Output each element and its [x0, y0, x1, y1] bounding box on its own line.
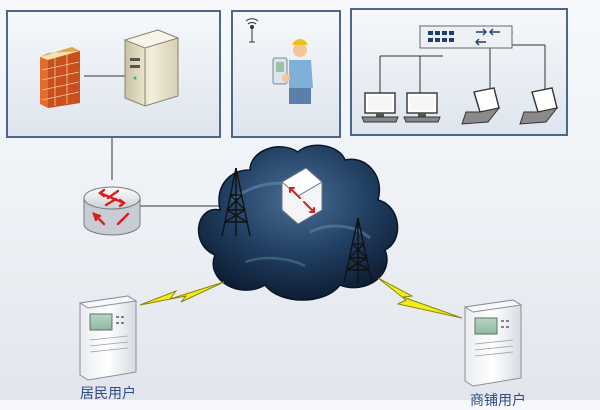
router-icon	[83, 186, 141, 236]
lightning-link-icon	[377, 277, 463, 319]
commercial-user-label: 商铺用户	[470, 393, 526, 409]
lightning-link-icon	[139, 281, 225, 306]
desktop-computer-icon	[403, 92, 441, 123]
laptop-icon	[519, 87, 559, 125]
resident-user-label: 居民用户	[80, 386, 136, 402]
laptop-icon	[461, 87, 501, 125]
network-diagram	[40, 18, 559, 387]
wireless-antenna-icon	[245, 18, 259, 43]
gateway-switch-icon	[281, 167, 323, 225]
server-icon	[123, 29, 180, 107]
radio-tower-icon	[343, 217, 373, 284]
desktop-computer-icon	[361, 92, 399, 123]
electricity-meter-icon	[78, 295, 138, 381]
connection-lines	[84, 44, 546, 207]
electricity-meter-icon	[463, 299, 523, 387]
radio-tower-icon	[221, 167, 251, 237]
network-switch-icon	[418, 25, 514, 49]
field-technician-icon	[272, 39, 313, 104]
firewall-icon	[40, 47, 80, 108]
